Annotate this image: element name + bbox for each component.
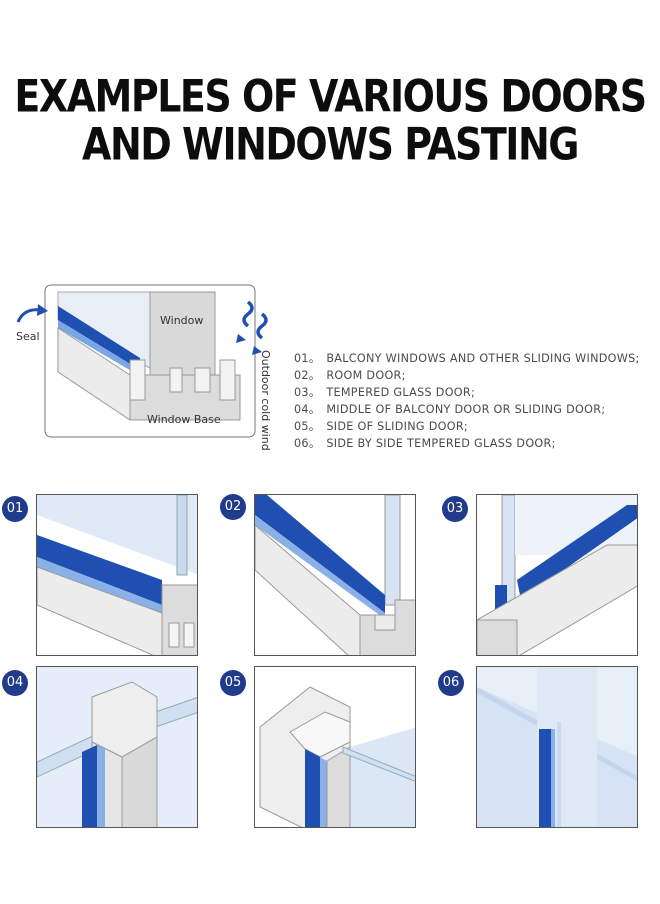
- window-seal-diagram: Seal Window Window Base Outdoor cold win…: [10, 280, 280, 451]
- panel-badge-04: 04: [2, 670, 28, 696]
- panel-05-illustration: [255, 667, 415, 827]
- panel-badge-02: 02: [220, 494, 246, 520]
- panel-01-balcony-window: [36, 494, 198, 656]
- panel-02-illustration: [255, 495, 415, 655]
- list-item: 04。MIDDLE OF BALCONY DOOR OR SLIDING DOO…: [294, 403, 606, 416]
- panel-03-illustration: [477, 495, 637, 655]
- panel-02-room-door: [254, 494, 416, 656]
- page-title-line-2: AND WINDOWS PASTING: [82, 118, 579, 170]
- list-item: 06。SIDE BY SIDE TEMPERED GLASS DOOR;: [294, 437, 556, 450]
- panel-04-illustration: [37, 667, 197, 827]
- panel-06-side-by-side-glass-door: [476, 666, 638, 828]
- seal-label: Seal: [16, 330, 40, 343]
- window-label: Window: [160, 314, 204, 327]
- panel-badge-01: 01: [2, 496, 28, 522]
- list-item: 03。TEMPERED GLASS DOOR;: [294, 386, 476, 399]
- panel-01-illustration: [37, 495, 197, 655]
- panel-badge-06: 06: [438, 670, 464, 696]
- panel-badge-03: 03: [442, 496, 468, 522]
- page-title-line-1: EXAMPLES OF VARIOUS DOORS: [14, 70, 647, 122]
- window-base-label: Window Base: [147, 413, 221, 426]
- panel-badge-05: 05: [220, 670, 246, 696]
- panel-06-illustration: [477, 667, 637, 827]
- list-item: 05。SIDE OF SLIDING DOOR;: [294, 420, 468, 433]
- window-seal-illustration: [16, 284, 268, 438]
- panel-05-sliding-door-side: [254, 666, 416, 828]
- panel-04-balcony-door-middle: [36, 666, 198, 828]
- list-item: 01。BALCONY WINDOWS AND OTHER SLIDING WIN…: [294, 352, 640, 365]
- list-item: 02。ROOM DOOR;: [294, 369, 406, 382]
- application-list: 01。BALCONY WINDOWS AND OTHER SLIDING WIN…: [294, 350, 640, 452]
- outdoor-cold-wind-label: Outdoor cold wind: [259, 350, 272, 451]
- panel-03-tempered-glass-door: [476, 494, 638, 656]
